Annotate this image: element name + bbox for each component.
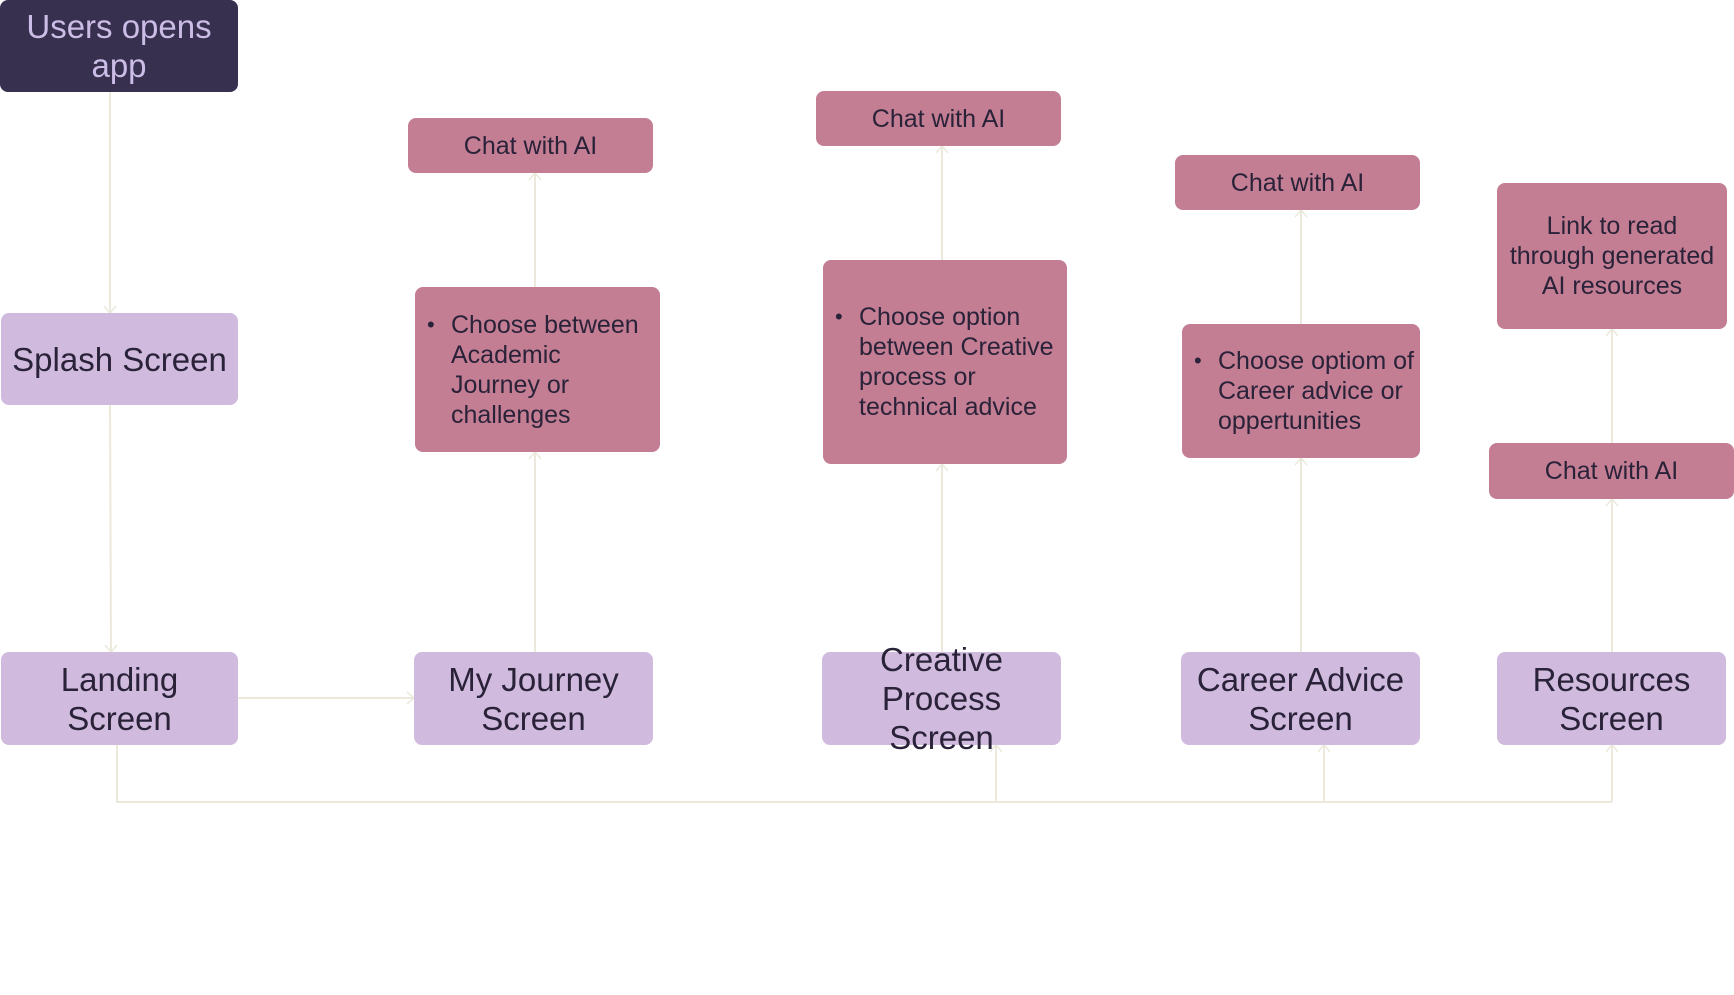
creative-process-screen-label: Creative Process Screen — [880, 641, 1003, 756]
creative-chat-label: Chat with AI — [871, 104, 1006, 133]
edge-creative-to-option — [935, 462, 949, 652]
career-advice-screen-label: Career Advice Screen — [1196, 660, 1405, 737]
journey-option-node: Choose between Academic Journey or chall… — [415, 287, 660, 452]
career-chat-node: Chat with AI — [1175, 155, 1420, 210]
edge-career-to-option — [1294, 456, 1308, 652]
edge-resources-chat-to-link — [1605, 327, 1619, 443]
career-option-item: Choose optiom of Career advice or oppert… — [1194, 346, 1414, 436]
edge-landing-bus — [116, 745, 1612, 803]
landing-screen-label: Landing Screen — [60, 660, 179, 737]
resources-chat-node: Chat with AI — [1489, 443, 1734, 499]
edge-bus-to-career — [1317, 743, 1331, 802]
journey-chat-node: Chat with AI — [408, 118, 653, 173]
edge-bus-to-creative — [989, 743, 1003, 802]
journey-chat-label: Chat with AI — [463, 131, 598, 160]
edge-landing-to-journey — [238, 691, 416, 705]
start-node: Users opens app — [0, 0, 238, 92]
career-option-list: Choose optiom of Career advice or oppert… — [1194, 346, 1414, 436]
resources-screen-node: Resources Screen — [1497, 652, 1726, 745]
career-option-node: Choose optiom of Career advice or oppert… — [1182, 324, 1420, 458]
start-label: Users opens app — [26, 8, 212, 84]
career-advice-screen-node: Career Advice Screen — [1181, 652, 1420, 745]
creative-chat-node: Chat with AI — [816, 91, 1061, 146]
resources-link-node: Link to read through generated AI resour… — [1497, 183, 1727, 329]
my-journey-screen-node: My Journey Screen — [414, 652, 653, 745]
journey-option-list: Choose between Academic Journey or chall… — [427, 310, 654, 430]
edge-resources-to-chat — [1605, 497, 1619, 652]
landing-screen-node: Landing Screen — [1, 652, 238, 745]
creative-option-node: Choose option between Creative process o… — [823, 260, 1067, 464]
my-journey-screen-label: My Journey Screen — [448, 660, 619, 737]
edge-journey-to-option — [528, 450, 542, 652]
edge-creative-option-to-chat — [935, 144, 949, 260]
edge-bus-to-resources — [1605, 743, 1619, 802]
creative-process-screen-node: Creative Process Screen — [822, 641, 1061, 756]
edge-career-option-to-chat — [1294, 208, 1308, 324]
resources-link-label: Link to read through generated AI resour… — [1509, 212, 1715, 300]
edge-journey-option-to-chat — [528, 171, 542, 287]
resources-chat-label: Chat with AI — [1544, 457, 1679, 485]
edge-splash-to-landing — [104, 404, 118, 654]
creative-option-item: Choose option between Creative process o… — [835, 302, 1061, 422]
edge-start-to-splash — [103, 92, 117, 315]
splash-screen-node: Splash Screen — [1, 313, 238, 405]
resources-screen-label: Resources Screen — [1532, 660, 1691, 737]
splash-screen-label: Splash Screen — [12, 340, 227, 378]
career-chat-label: Chat with AI — [1230, 168, 1365, 197]
creative-option-list: Choose option between Creative process o… — [835, 302, 1061, 422]
journey-option-item: Choose between Academic Journey or chall… — [427, 310, 654, 430]
